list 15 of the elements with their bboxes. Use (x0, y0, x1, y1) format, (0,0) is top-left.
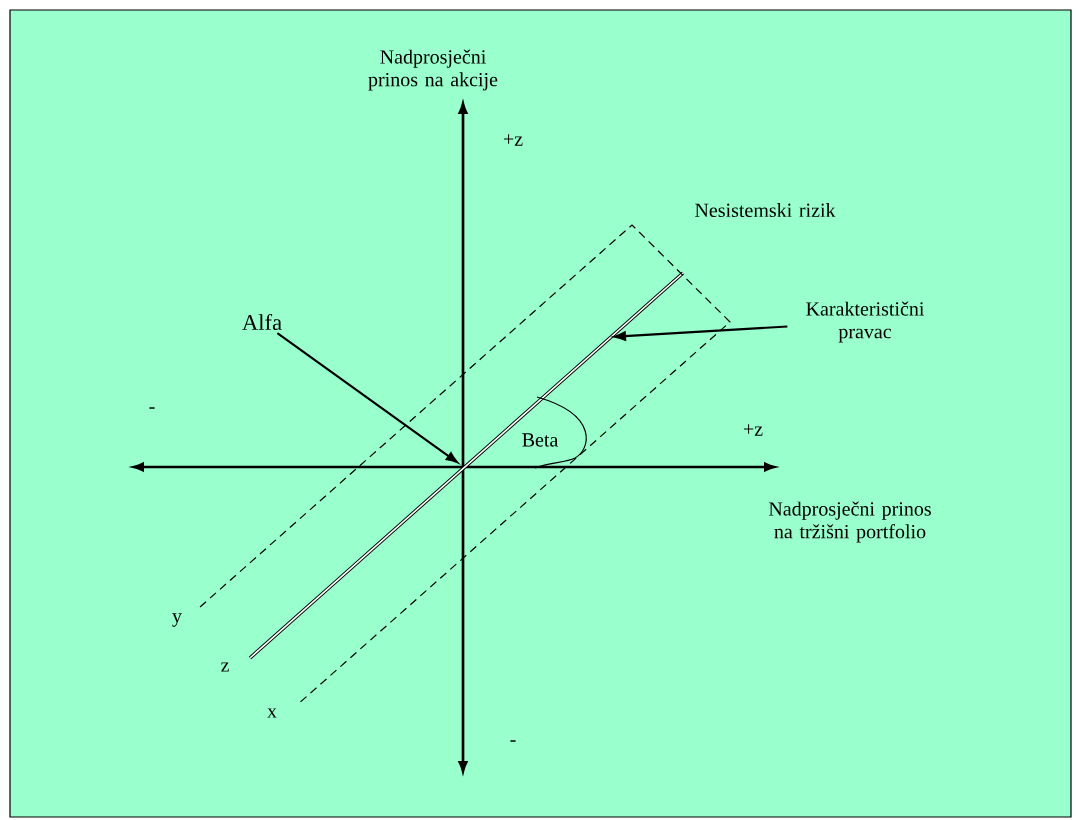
leader-arrow (613, 325, 788, 341)
axis-label: Nadprosječni prinos na tržišni portfolio (768, 501, 931, 543)
line-label: y (172, 613, 182, 627)
line-label: z (221, 662, 229, 672)
sign-label: - (149, 407, 155, 409)
band-label: Nesistemski rizik (695, 202, 836, 218)
angle-label: Beta (522, 433, 559, 447)
callout-text: Alfa (242, 313, 282, 331)
axis-end-label: +z (743, 424, 763, 436)
leader-arrow (276, 332, 459, 464)
sign-label: - (510, 740, 516, 742)
line-label: x (267, 708, 277, 718)
callout-text: Karakteristični pravac (806, 301, 925, 343)
axis-end-label: +z (503, 134, 523, 146)
axis-label: Nadprosječni prinos na akcije (368, 49, 498, 91)
